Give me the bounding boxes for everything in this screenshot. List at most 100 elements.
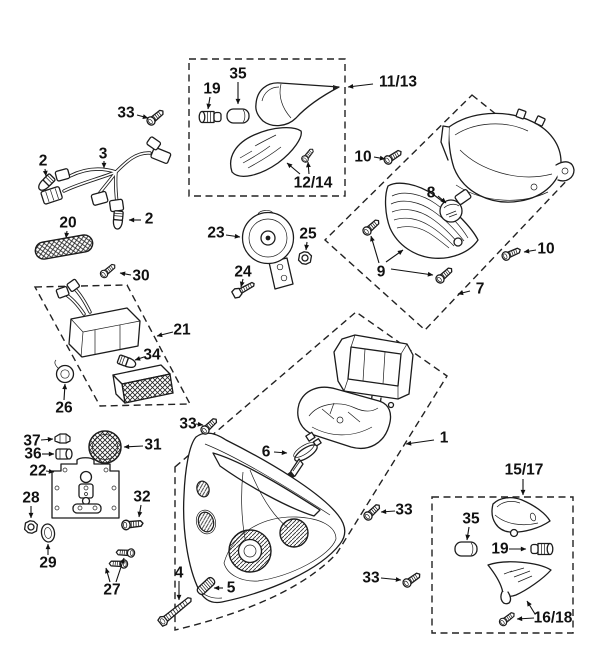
grille-20: [34, 234, 94, 260]
screw-33: [361, 501, 383, 523]
leader-arrow: [156, 331, 174, 338]
part-label-29: 29: [39, 555, 57, 572]
part-label-35: 35: [462, 511, 480, 528]
leader-arrow: [347, 83, 374, 89]
headlight-reflector-unit: [297, 386, 395, 449]
harness-socket: [108, 198, 125, 213]
headlight-assembly-parts-1: [156, 334, 423, 628]
part-label-6: 6: [262, 444, 271, 461]
leader-arrow: [380, 509, 396, 515]
part-label-19: 19: [203, 81, 221, 98]
license-bracket-cluster: [23, 430, 145, 569]
leader-arrow: [42, 168, 48, 177]
part-label-27: 27: [103, 582, 120, 599]
leader-arrow: [273, 450, 288, 456]
part-label-10: 10: [537, 241, 554, 258]
leader-arrow: [115, 557, 125, 583]
part-label-20: 20: [59, 215, 76, 232]
harness-socket: [54, 168, 71, 182]
part-label-22: 22: [29, 463, 46, 480]
part-label-33: 33: [179, 416, 197, 433]
leader-arrow: [380, 577, 402, 582]
nut-28: [23, 519, 39, 535]
part-label-33: 33: [395, 502, 413, 519]
screw-27: [115, 547, 136, 558]
screw-30: [98, 261, 118, 280]
tail-light-parts-7: [360, 108, 575, 286]
part-label-5: 5: [227, 580, 236, 597]
part-label-12-14: 12/14: [294, 175, 333, 192]
wiring-harness-3: [40, 136, 172, 213]
grommet-26: [54, 359, 75, 384]
part-label-16-18: 16/18: [534, 610, 573, 627]
leader-arrow: [390, 268, 434, 277]
part-label-2: 2: [145, 211, 154, 228]
bulb-34: [116, 354, 138, 370]
turn-signal-side-parts: [454, 497, 554, 628]
bulb-6-h4: [286, 431, 322, 480]
leader-arrow: [195, 421, 204, 427]
part-label-21: 21: [173, 322, 191, 339]
part-label-33: 33: [117, 105, 135, 122]
part-label-10: 10: [354, 149, 371, 166]
clip-37: [54, 433, 71, 444]
leader-arrow: [119, 271, 132, 277]
bulb-19: [530, 542, 554, 556]
screw-9: [433, 264, 456, 286]
screw-10: [500, 245, 523, 263]
leader-arrow: [123, 444, 144, 450]
harness-connector: [146, 136, 162, 151]
leader-arrow: [526, 600, 536, 615]
rear-lamp-parts-21: [54, 278, 174, 404]
screw-27: [108, 558, 129, 569]
headlight-rear-cover: [333, 334, 414, 406]
leader-arrow: [105, 567, 111, 583]
leader-arrow: [385, 249, 404, 263]
turn-signal-housing-15-17: [491, 497, 551, 538]
reflector-31: [88, 430, 122, 464]
leader-arrow: [370, 235, 380, 264]
part-label-26: 26: [55, 400, 73, 417]
part-label-19: 19: [491, 541, 509, 558]
leader-arrow: [523, 248, 537, 254]
washer-29: [40, 523, 56, 543]
leader-arrow: [136, 114, 149, 119]
screw-33-top: [144, 107, 167, 128]
rubber-cap-35: [454, 541, 478, 557]
part-label-33: 33: [362, 570, 380, 587]
turn-signal-lens-12-14: [230, 127, 302, 177]
part-label-4: 4: [175, 565, 184, 582]
turn-signal-housing-11-13: [255, 82, 340, 127]
dashed-box-turn-signal-side: [431, 496, 574, 634]
part-label-9: 9: [377, 264, 386, 281]
leader-arrow: [457, 290, 471, 296]
tail-light-housing-hook: [555, 161, 575, 182]
part-label-28: 28: [22, 490, 40, 507]
screw-10: [381, 147, 404, 167]
part-label-35: 35: [229, 66, 247, 83]
part-label-2: 2: [39, 153, 48, 170]
leader-arrow: [64, 230, 70, 239]
leader-arrow: [437, 195, 447, 204]
bolt-4: [156, 593, 195, 628]
part-label-1: 1: [440, 430, 449, 447]
dashed-box-rear-lamp: [33, 284, 192, 407]
dashed-box-headlight: [174, 311, 448, 631]
leader-arrow: [45, 468, 55, 474]
tail-light-housing: [448, 112, 562, 203]
leader-arrow: [137, 504, 143, 518]
turn-signal-lens-16-18: [487, 561, 552, 605]
bulb-8: [439, 189, 472, 223]
screw-16-18: [497, 609, 517, 628]
horn-23: [241, 210, 295, 290]
part-label-30: 30: [132, 268, 149, 285]
leader-arrow: [465, 526, 471, 541]
harness-connector: [90, 190, 109, 206]
part-label-8: 8: [427, 185, 436, 202]
headlight-front-mask: [182, 432, 346, 604]
screw-9: [360, 216, 383, 238]
part-label-37: 37: [23, 433, 40, 450]
